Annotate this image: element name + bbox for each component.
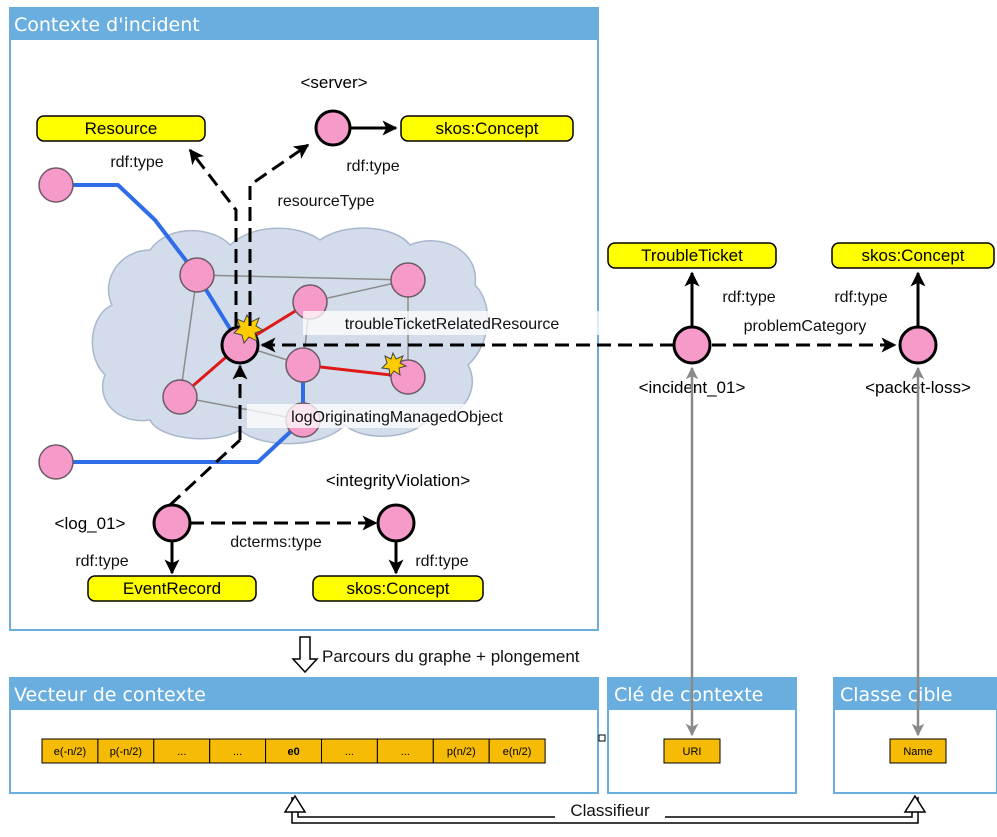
vector-cell [488,738,546,764]
class-box-trouble-ticket [607,242,777,269]
class-box-concept-server [400,115,574,142]
target-cell [889,738,947,764]
context-panel-header [10,8,598,40]
key-panel: Clé de contexte URI [607,677,797,794]
vector-cell [321,738,378,764]
vector-panel-title: Vecteur de contexte [14,684,206,706]
label-backdrop [303,311,601,335]
edge-originating-object-lower [168,438,242,507]
blue-links [56,183,305,464]
vector-cell-label: p(-n/2) [110,746,142,758]
class-box-concept-loss [831,242,995,269]
gray-mapping-arrows [685,366,925,737]
server-node [314,109,352,147]
class-concept-integrity: skos:Concept [347,579,450,598]
edge-label-rdf-type-integrity: rdf:type [415,553,468,570]
edge-label-rdf-type-server: rdf:type [346,158,399,175]
context-vector: e(-n/2) p(-n/2)...... e0...... p(n/2) e(n/2) [41,738,546,764]
log-node [152,503,192,543]
alert-star-icon [380,351,408,378]
class-box-concept-integrity [312,575,484,602]
target-panel-title: Classe cible [840,684,952,706]
vector-panel: Vecteur de contexte [9,677,599,794]
vector-cell-label: e(n/2) [503,746,532,758]
edge-label-rdf-type-log: rdf:type [75,553,128,570]
embedding-process-label: Parcours du graphe + plongement [322,647,580,666]
key-panel-title: Clé de contexte [614,684,763,706]
edge-label-dcterms-type: dcterms:type [230,534,322,551]
context-panel-title: Contexte d'incident [14,14,200,36]
target-panel: Classe cible Name [833,677,997,794]
dashed-edges [168,143,897,531]
incident-node [672,325,712,365]
label-backdrop [247,404,547,428]
target-cell-label: Name [903,746,932,758]
edge-label-problem-category: problemCategory [744,318,867,335]
vector-cell-label: e(-n/2) [54,746,86,758]
vector-cell-label: p(n/2) [447,746,476,758]
edge-label-resource-type: resourceType [278,193,375,210]
class-box-event-record [87,575,257,602]
embedding-arrow-icon [291,636,319,674]
class-box-resource [36,115,206,142]
label-backdrop [555,800,665,822]
classifier-label: Classifieur [570,801,650,820]
vector-cell-label: ... [177,746,186,758]
node-label-server: <server> [300,73,367,92]
packet-loss-node [898,325,938,365]
edge-label-rdf-type-loss: rdf:type [834,289,887,306]
edge-rdf-type-resource [188,148,238,326]
vector-cell [209,738,267,764]
class-boxes: Resource skos:Concept TroubleTicket skos… [36,115,995,602]
class-concept-loss: skos:Concept [862,246,965,265]
integrity-node [376,503,416,543]
edge-label-rdf-type-ticket: rdf:type [722,289,775,306]
vector-cell [97,738,155,764]
edge-label-related-resource: troubleTicketRelatedResource [345,316,560,333]
alert-star-icon [233,313,265,345]
vector-cell-label: ... [233,746,242,758]
key-cell-label: URI [683,746,702,758]
connector-square [598,734,606,742]
vector-cell [153,738,211,764]
edge-label-rdf-type-resource: rdf:type [110,154,163,171]
vector-cell-label: ... [401,746,410,758]
class-concept-server: skos:Concept [436,119,539,138]
vector-cell [376,738,434,764]
class-trouble-ticket: TroubleTicket [641,246,743,265]
class-resource: Resource [85,119,158,138]
node-label-log: <log_01> [55,514,126,533]
vector-cell-label: ... [345,746,354,758]
vector-cell [41,738,99,764]
key-cell [663,738,721,764]
edge-label-originating-object: logOriginatingManagedObject [291,409,503,426]
solid-edges [164,120,926,575]
named-nodes [152,109,938,543]
edge-resource-type [248,143,310,326]
class-event-record: EventRecord [123,579,221,598]
node-label-integrity: <integrityViolation> [326,471,470,490]
vector-cell-label: e0 [287,746,299,758]
